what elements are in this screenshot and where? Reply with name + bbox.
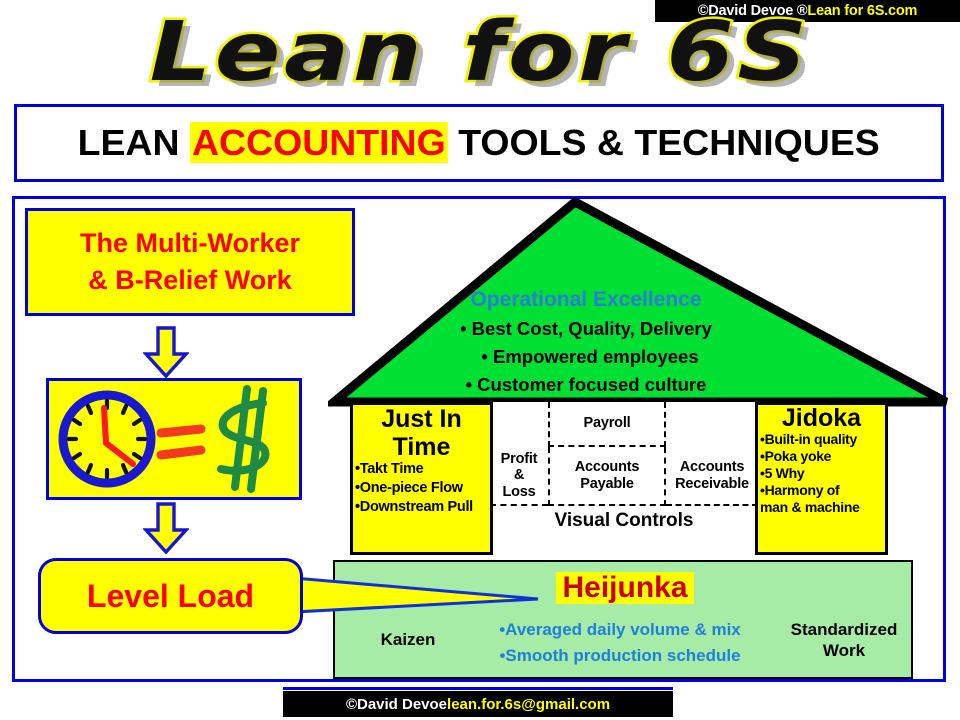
headline-box: LEAN ACCOUNTING TOOLS & TECHNIQUES	[14, 104, 944, 182]
bottom-rule	[283, 687, 673, 690]
house-foundation: Heijunka Kaizen •Averaged daily volume &…	[333, 560, 913, 679]
jit-bullet-1: •Takt Time	[355, 461, 424, 477]
accounts-payable-line2: Payable	[580, 475, 634, 492]
multi-worker-line1: The Multi-Worker	[79, 227, 300, 258]
jidoka-bullet-2: •Poka yoke	[760, 448, 832, 465]
heijunka-bullet-1: •Averaged daily volume & mix	[499, 620, 741, 639]
bottom-email-link[interactable]: lean.for.6s@gmail.com	[447, 695, 611, 713]
roof-bullet-2: • Empowered employees	[481, 346, 698, 367]
pillar-jidoka: Jidoka •Built-in quality •Poka yoke •5 W…	[755, 402, 888, 555]
level-load-label: Level Load	[86, 577, 255, 614]
accounts-receivable-line1: Accounts	[679, 459, 745, 476]
visual-controls-label: Visual Controls	[554, 510, 694, 531]
top-copyright-banner: ©David Devoe ®Lean for 6S.com	[655, 0, 960, 22]
standardized-work-line2: Work	[822, 641, 866, 661]
down-arrow-icon	[143, 326, 189, 378]
multi-worker-box: The Multi-Worker & B-Relief Work	[25, 208, 355, 316]
headline-post: TOOLS & TECHNIQUES	[448, 122, 881, 163]
profit-loss-line3: Loss	[502, 483, 536, 500]
bottom-copyright-text: ©David Devoe	[345, 695, 448, 713]
cell-profit-loss: Profit & Loss	[490, 447, 548, 506]
jit-title-line2: Time	[392, 432, 451, 461]
jidoka-bullet-4: •Harmony of	[760, 482, 840, 499]
visual-controls-grid: Payroll Profit & Loss Accounts Payable A…	[490, 402, 758, 506]
profit-loss-line1: Profit	[500, 451, 538, 468]
level-load-box: Level Load	[38, 558, 303, 634]
kaizen-label: Kaizen	[380, 630, 436, 649]
accounts-payable-line1: Accounts	[574, 459, 640, 476]
visual-controls-block: Payroll Profit & Loss Accounts Payable A…	[490, 402, 758, 555]
roof-bullet-3: • Customer focused culture	[466, 374, 707, 395]
jidoka-title: Jidoka	[781, 404, 862, 432]
jit-bullet-2: •One-piece Flow	[355, 479, 463, 496]
profit-loss-line2: &	[513, 467, 525, 484]
headline-highlight: ACCOUNTING	[190, 122, 449, 163]
jidoka-bullet-1: •Built-in quality	[760, 431, 858, 447]
house-roof: Operational Excellence • Best Cost, Qual…	[328, 196, 949, 407]
roof-heading: Operational Excellence	[470, 288, 701, 311]
pillar-just-in-time: Just In Time •Takt Time •One-piece Flow …	[350, 402, 493, 555]
jidoka-bullet-3: •5 Why	[760, 465, 805, 482]
multi-worker-line2: & B-Relief Work	[88, 265, 292, 295]
page-title: LEAN ACCOUNTING TOOLS & TECHNIQUES	[78, 122, 880, 164]
standardized-work-line1: Standardized	[790, 620, 898, 639]
heijunka-label: Heijunka	[556, 572, 694, 604]
headline-pre: LEAN	[77, 122, 191, 163]
heijunka-bullets: •Averaged daily volume & mix •Smooth pro…	[445, 617, 795, 669]
jit-title-line1: Just In	[381, 405, 462, 433]
heijunka-wrap: Heijunka	[335, 572, 915, 604]
clock-equals-dollar-icon	[58, 385, 270, 493]
roof-bullet-1: • Best Cost, Quality, Delivery	[460, 318, 713, 339]
down-arrow-icon	[143, 502, 189, 554]
cell-accounts-receivable: Accounts Receivable	[666, 447, 758, 506]
top-copyright-text: ©David Devoe ®	[697, 3, 808, 19]
standardized-work-label: Standardized Work	[775, 619, 913, 662]
bottom-copyright-banner: ©David Devoe lean.for.6s@gmail.com	[283, 691, 673, 717]
level-load-to-heijunka-pointer	[292, 576, 539, 614]
top-site-link[interactable]: Lean for 6S.com	[807, 3, 918, 19]
cell-payroll: Payroll	[548, 402, 666, 447]
accounts-receivable-line2: Receivable	[675, 475, 749, 492]
heijunka-bullet-2: •Smooth production schedule	[499, 645, 741, 665]
jidoka-bullet-5: man & machine	[760, 499, 860, 516]
clock-equals-money-box	[46, 378, 302, 500]
cell-accounts-payable: Accounts Payable	[548, 447, 666, 506]
jit-bullet-3: •Downstream Pull	[355, 498, 473, 515]
content-frame	[12, 196, 946, 682]
